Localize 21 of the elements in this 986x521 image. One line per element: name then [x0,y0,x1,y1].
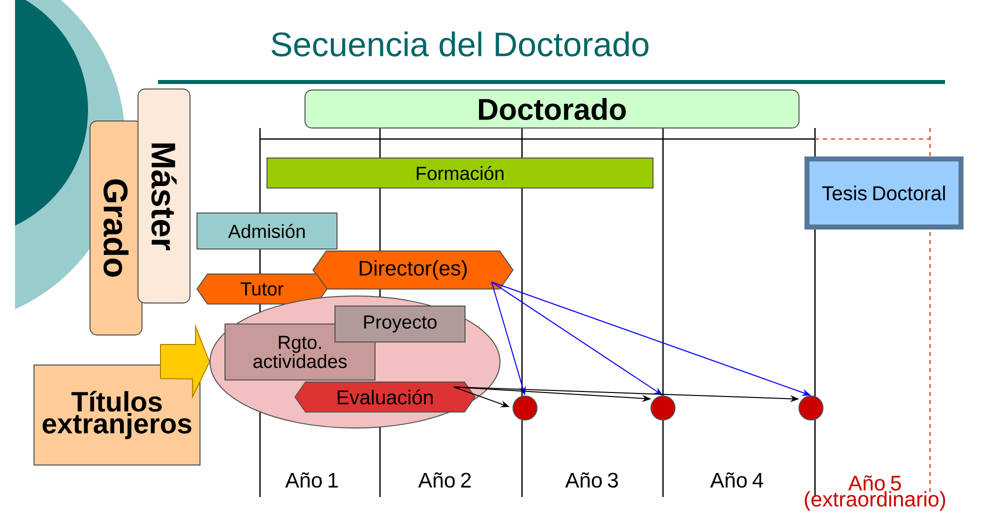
note-box: Títulos extranjeros [34,364,200,466]
role-hexagon: Tutor [196,274,328,304]
title: Secuencia del Doctorado [272,32,648,56]
year-label: Año 2 [418,472,471,488]
year-label: Año 1 [285,472,338,488]
phase-banner: Doctorado [304,90,800,128]
phase-bar: Formación [266,158,654,188]
block-arrow [160,324,210,400]
year-label: Año 4 [710,472,764,488]
milestone-dot [798,396,824,420]
stage-box: Máster [138,88,190,304]
thesis-box: Tesis Doctoral [804,156,964,230]
year-label: Año 3 [565,472,618,488]
stage-box: Proyecto [334,306,466,342]
role-hexagon: Director(es) [312,250,514,290]
role-hexagon: Evaluación [294,382,476,412]
milestone-dot [512,396,538,420]
stage-box: Grado [90,120,142,336]
year-label: Año 5 (extraordinario) [804,475,946,511]
milestone-dot [650,396,676,420]
stage-box: Admisión [196,212,338,250]
